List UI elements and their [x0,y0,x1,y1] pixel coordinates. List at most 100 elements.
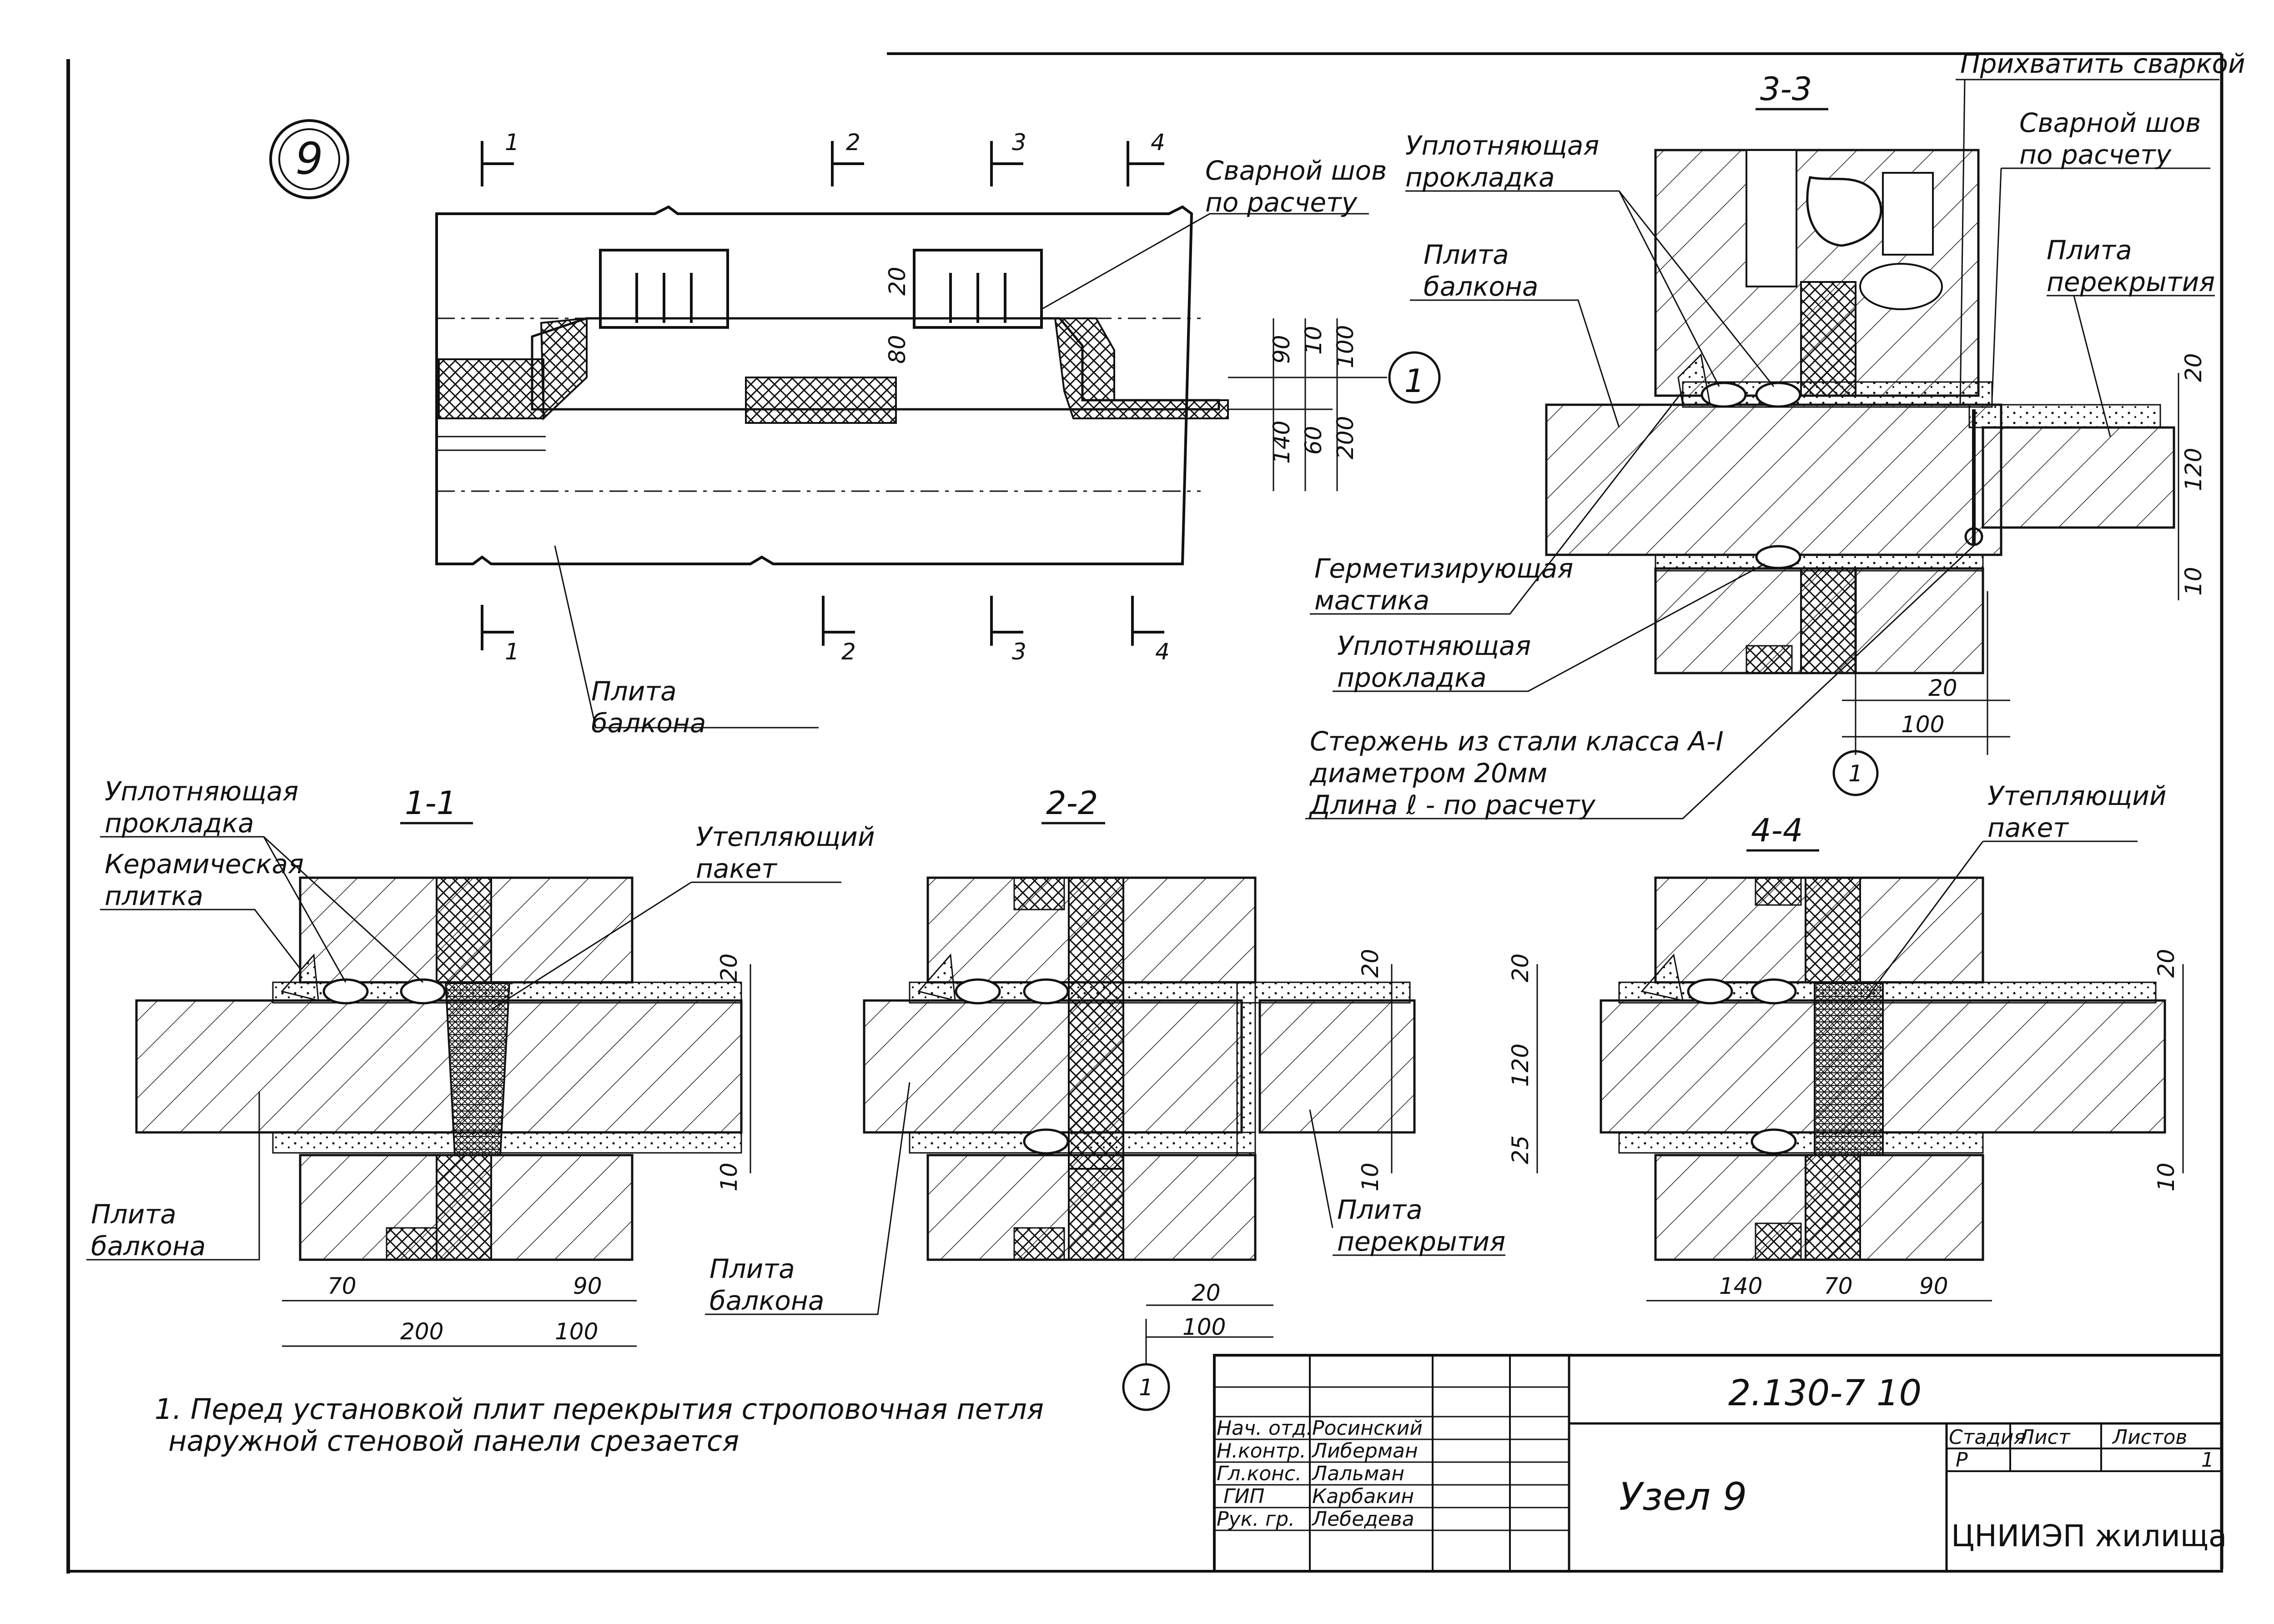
section-marks-bottom: 1 2 3 4 [481,596,1170,665]
tb-name-1: Росинский [1312,1417,1423,1440]
s33-balcony-slab-2: балкона [1424,271,1538,302]
s33-balcony-slab-1: Плита [1424,239,1509,270]
s33-rod-1: Стержень из стали класса А-I [1310,726,1724,757]
s22-dim-20b: 20 [1192,1280,1221,1306]
plan-dim-200: 200 [1332,416,1358,459]
s44-dim-20b: 20 [2153,949,2179,978]
tb-name-5: Лебедева [1311,1508,1414,1531]
tb-role-4: ГИП [1223,1485,1265,1508]
node-marker: 9 [269,119,349,199]
s33-rod-2: диаметром 20мм [1309,758,1547,789]
s22-title: 2-2 [1046,784,1098,822]
tb-sheets-header: Листов [2112,1426,2187,1449]
s33-weld-seam-2: по расчету [2019,139,2172,170]
s33-dim-20: 20 [2180,353,2207,382]
s33-seal-gasket-top-1: Уплотняющая [1405,130,1599,161]
s44-insulation-1: Утепляющий [1987,780,2167,811]
s11-title: 1-1 [405,784,457,822]
s33-axis-marker: 1 [1848,760,1863,787]
s44-dim-140: 140 [1719,1273,1762,1299]
tb-role-3: Гл.конс. [1217,1462,1302,1485]
s11-dim-10: 10 [716,1162,742,1192]
plan-axis-marker: 1 [1404,362,1425,400]
section-4-4: 4-4 20 120 25 20 10 140 70 90 Утепляющий… [1507,780,2184,1302]
title-block: Нач. отд. Росинский Н.контр. Либерман Гл… [1213,1354,2227,1573]
s33-dim-100: 100 [1901,711,1944,738]
s22-axis-marker: 1 [1139,1374,1153,1401]
section-1-1: 1-1 20 10 70 200 90 100 Уплотняющая прок… [86,776,875,1347]
s11-dim-200: 200 [400,1318,443,1345]
tb-sheet-header: Лист [2018,1426,2071,1449]
s33-floor-slab-1: Плита [2047,235,2132,266]
s22-dim-20: 20 [1357,949,1384,978]
s33-floor-slab-2: перекрытия [2047,266,2215,297]
s22-dim-10: 10 [1357,1162,1384,1192]
s33-dim-10: 10 [2180,567,2207,596]
note: 1. Перед установкой плит перекрытия стро… [155,1393,1044,1458]
tb-stage: Р [1956,1448,1968,1472]
tb-code: 2.130-7 10 [1728,1373,1922,1414]
s33-sealant-2: мастика [1314,585,1429,616]
tb-name-2: Либерман [1311,1439,1418,1463]
tb-sheets: 1 [2201,1448,2214,1472]
section-mark-top-4: 4 [1151,129,1165,156]
s22-floor-slab-2: перекрытия [1337,1226,1505,1257]
s44-insulation-2: пакет [1987,812,2069,843]
s22-dim-100: 100 [1182,1314,1226,1340]
tb-sheet-title: Узел 9 [1619,1474,1747,1519]
plan-dim-60: 60 [1300,426,1327,455]
note-line-2: наружной стеновой панели срезается [168,1424,739,1458]
tb-name-3: Лальман [1311,1462,1404,1485]
s11-dim-70: 70 [327,1273,357,1299]
s33-rod-3: Длина ℓ - по расчету [1308,789,1596,820]
s11-insulation-1: Утепляющий [696,821,875,852]
plan-dim-10: 10 [1300,326,1327,355]
section-mark-bottom-3: 3 [1012,639,1026,665]
plan-weld-seam-2: по расчету [1205,187,1358,218]
plan-dim-90: 90 [1268,335,1295,364]
s11-balcony-slab-1: Плита [91,1199,176,1230]
s33-weld-seam-1: Сварной шов [2019,107,2201,138]
s33-dim-120: 120 [2180,448,2207,491]
s44-dim-10: 10 [2153,1162,2179,1192]
s44-dim-90: 90 [1919,1273,1948,1299]
section-mark-top-2: 2 [846,129,860,156]
s33-seal-gasket-bottom-2: прокладка [1337,662,1487,693]
s44-dim-25: 25 [1507,1135,1534,1164]
section-mark-bottom-2: 2 [841,639,856,665]
tb-role-5: Рук. гр. [1217,1508,1295,1531]
plan-balcony-slab-1: Плита [591,676,677,707]
s44-dim-120: 120 [1507,1044,1534,1087]
s11-dim-20: 20 [716,953,742,982]
tb-role-2: Н.контр. [1217,1439,1306,1463]
s33-weld-tack: Прихватить сваркой [1960,48,2245,79]
s44-title: 4-4 [1751,812,1803,849]
s11-seal-gasket-1: Уплотняющая [105,776,298,807]
section-3-3: 3-3 20 120 10 [1305,48,2245,820]
s44-dim-20: 20 [1507,953,1534,982]
tb-organization: ЦНИИЭП жилища [1951,1518,2227,1554]
s44-dim-70: 70 [1824,1273,1853,1299]
s11-balcony-slab-2: балкона [91,1231,206,1262]
section-mark-top-1: 1 [505,129,519,156]
s33-seal-gasket-bottom-1: Уплотняющая [1337,630,1531,661]
node-number: 9 [295,133,323,184]
s33-title: 3-3 [1760,70,1812,108]
s33-sealant-1: Герметизирующая [1314,553,1573,584]
tb-stage-header: Стадия [1949,1426,2026,1449]
tb-name-4: Карбакин [1312,1485,1414,1508]
plan-dim-100: 100 [1332,325,1358,368]
tb-role-1: Нач. отд. [1217,1417,1313,1440]
s11-dim-90: 90 [573,1273,602,1299]
s33-dim-20b: 20 [1928,675,1957,701]
s22-balcony-slab-2: балкона [709,1285,824,1316]
plan-dim-80: 80 [884,335,911,364]
s11-seal-gasket-2: прокладка [105,808,254,839]
plan-view: 1 20 80 90 10 100 140 60 200 1 2 3 4 1 2 [435,129,1441,739]
section-mark-top-3: 3 [1012,129,1026,156]
s11-insulation-2: пакет [696,853,778,884]
section-marks-top: 1 2 3 4 [481,129,1165,186]
plan-dim-20: 20 [884,266,911,296]
plan-balcony-slab-2: балкона [591,708,706,739]
